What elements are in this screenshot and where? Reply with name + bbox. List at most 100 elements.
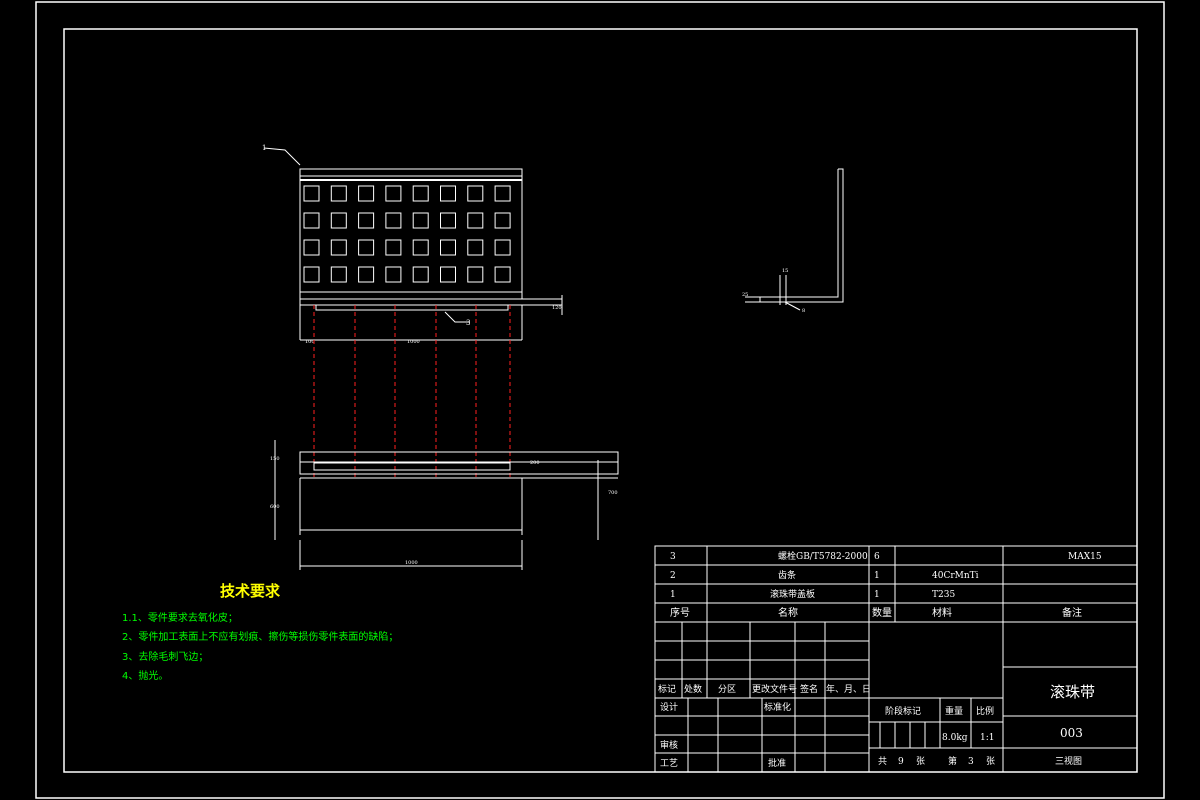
dim-top-main: 1000 xyxy=(407,339,420,345)
hole xyxy=(494,185,511,202)
hole xyxy=(303,266,320,283)
bom-row3-name: 滚珠带盖板 xyxy=(770,588,815,600)
inner-border xyxy=(63,28,1138,773)
bom-table: 3 螺栓GB/T5782-2000 6 MAX15 2 齿条 1 40CrMnT… xyxy=(654,545,1138,623)
tech-requirements-title: 技术要求 xyxy=(220,582,281,600)
bom-row1-name: 螺栓GB/T5782-2000 xyxy=(778,550,868,562)
hole xyxy=(494,212,511,229)
hole xyxy=(303,212,320,229)
hole xyxy=(358,212,375,229)
bom-row2-name: 齿条 xyxy=(778,569,796,581)
hole xyxy=(467,212,484,229)
standard-label: 标准化 xyxy=(764,701,791,713)
hole-grid xyxy=(303,185,511,283)
hole xyxy=(440,185,456,202)
callout-1-leader xyxy=(263,147,301,166)
sheet-no: 3 xyxy=(968,757,974,767)
hole xyxy=(385,212,402,229)
hole xyxy=(330,266,347,283)
hole xyxy=(494,239,511,256)
sheet-no-label: 第 xyxy=(948,755,957,767)
tech-note-3: 3、去除毛刺飞边； xyxy=(122,650,208,663)
hole xyxy=(330,212,347,229)
side-profile: 25 15 8 xyxy=(742,168,844,314)
bom-header-note: 备注 xyxy=(1062,606,1082,619)
bom-header-no: 序号 xyxy=(670,606,690,619)
part-name: 滚珠带 xyxy=(1050,683,1095,701)
dim-profile-b: 15 xyxy=(782,268,788,274)
title-block: 标记 处数 分区 更改文件号 签名 年、月、日 设计 标准化 审核 工艺 批准 … xyxy=(654,621,1138,773)
bom-row1-no: 3 xyxy=(670,552,676,562)
hole xyxy=(440,266,456,283)
hole xyxy=(330,185,347,202)
dim-front-w: 1000 xyxy=(405,560,418,566)
callout-3-leader xyxy=(444,311,470,323)
hole xyxy=(385,185,402,202)
dim-profile-c: 8 xyxy=(802,308,805,314)
tech-note-2: 2、零件加工表面上不应有划痕、擦伤等损伤零件表面的缺陷； xyxy=(122,630,398,643)
rev-header-doc: 更改文件号 xyxy=(752,683,797,695)
dim-front-right: 700 xyxy=(608,490,618,496)
process-label: 工艺 xyxy=(660,758,678,769)
dim-profile-a: 25 xyxy=(742,292,748,298)
scale-label: 比例 xyxy=(976,705,994,717)
bom-row2-qty: 1 xyxy=(874,571,880,581)
bom-header-name: 名称 xyxy=(778,606,798,619)
total-label: 共 xyxy=(878,756,887,767)
tech-note-1: 1.1、零件要求去氧化皮； xyxy=(122,611,238,624)
weight-label: 重量 xyxy=(945,705,963,717)
hole xyxy=(412,266,429,283)
hole xyxy=(412,239,429,256)
total-unit: 张 xyxy=(916,756,925,767)
drawing-number: 003 xyxy=(1060,726,1083,740)
hole xyxy=(330,239,347,256)
stage-label: 阶段标记 xyxy=(885,705,921,717)
callout-1: 1 xyxy=(262,144,266,152)
bom-header-material: 材料 xyxy=(932,606,952,619)
hole xyxy=(303,239,320,256)
rev-header-zone: 分区 xyxy=(718,684,736,695)
hole xyxy=(358,185,375,202)
projection-lines xyxy=(313,305,511,478)
bom-row1-note: MAX15 xyxy=(1068,552,1102,562)
hole xyxy=(358,266,375,283)
approve-label: 批准 xyxy=(768,757,786,769)
rev-header-mark: 标记 xyxy=(658,683,676,695)
view-name: 三视图 xyxy=(1055,755,1082,767)
design-label: 设计 xyxy=(660,701,678,713)
weight-value: 8.0kg xyxy=(942,733,968,743)
rev-header-count: 处数 xyxy=(684,683,702,695)
bom-row3-no: 1 xyxy=(670,590,676,600)
scale-value: 1:1 xyxy=(980,733,994,743)
hole xyxy=(385,266,402,283)
front-view: 150 600 1000 700 200 xyxy=(270,440,619,570)
total-count: 9 xyxy=(898,757,904,767)
hole xyxy=(440,239,456,256)
rev-header-date: 年、月、日 xyxy=(826,683,871,695)
hole xyxy=(412,185,429,202)
dim-front-h2: 600 xyxy=(270,504,280,510)
hole xyxy=(467,266,484,283)
sheet-unit: 张 xyxy=(986,756,995,767)
dim-front-r2: 200 xyxy=(530,460,540,466)
tech-note-4: 4、抛光。 xyxy=(122,669,168,682)
hole xyxy=(303,185,320,202)
callout-3: 3 xyxy=(466,319,470,327)
bom-row3-qty: 1 xyxy=(874,590,880,600)
hole xyxy=(467,239,484,256)
dim-top-left: 100 xyxy=(305,339,315,345)
bom-row2-no: 2 xyxy=(670,571,676,581)
bom-row2-material: 40CrMnTi xyxy=(932,571,979,581)
dim-front-h1: 150 xyxy=(270,456,280,462)
rev-header-sign: 签名 xyxy=(800,683,818,695)
hole xyxy=(358,239,375,256)
outer-border xyxy=(35,1,1165,799)
hole xyxy=(494,266,511,283)
bom-row1-qty: 6 xyxy=(874,552,880,562)
hole xyxy=(467,185,484,202)
bom-header-qty: 数量 xyxy=(872,606,892,619)
bom-row3-material: T235 xyxy=(932,590,955,600)
hole xyxy=(440,212,456,229)
top-view: 1 3 100 1000 120 xyxy=(262,144,563,345)
